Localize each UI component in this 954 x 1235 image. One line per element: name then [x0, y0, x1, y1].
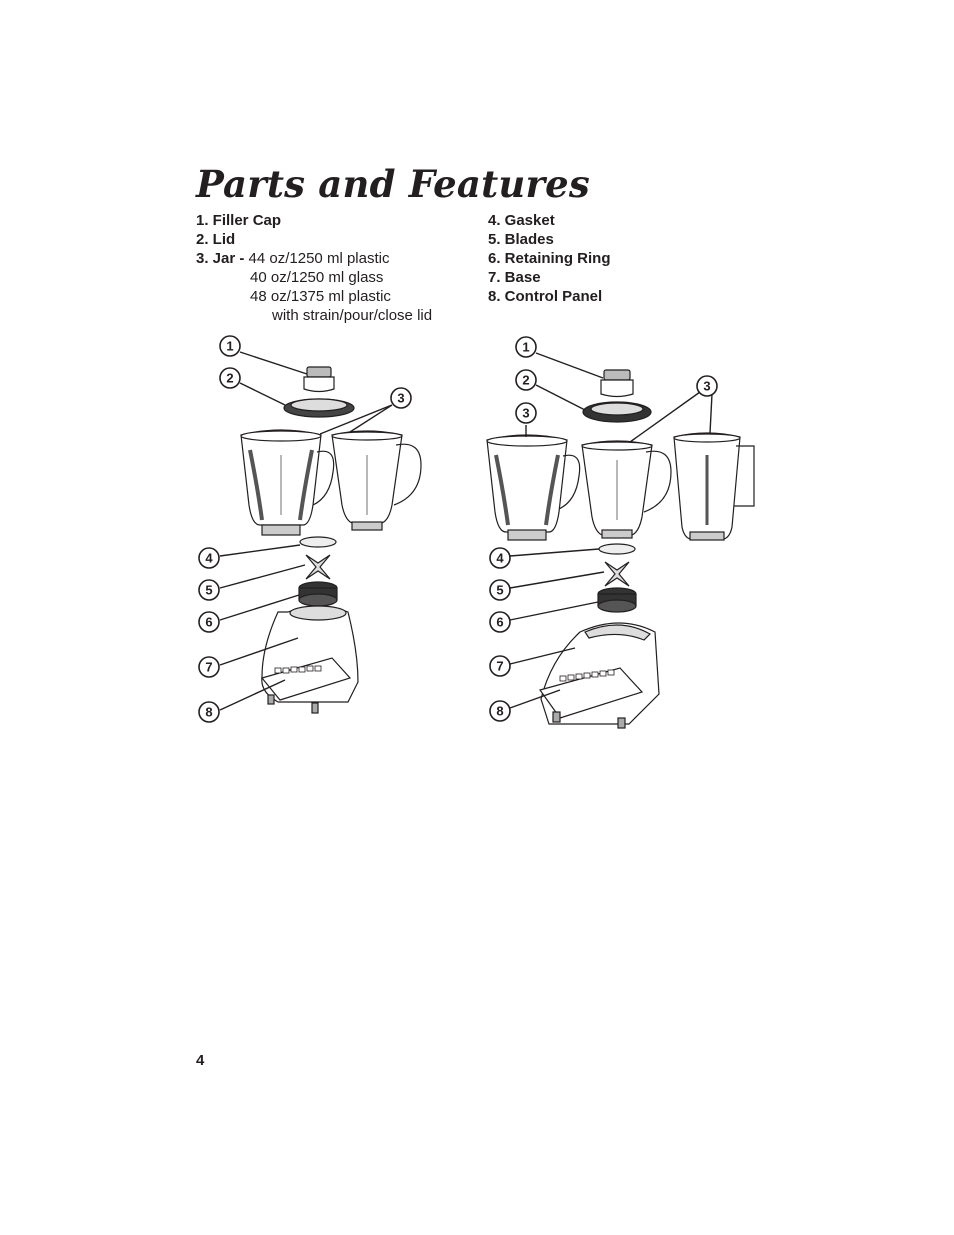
- svg-text:1: 1: [522, 340, 529, 355]
- svg-text:3: 3: [703, 379, 710, 394]
- gasket-illustration: [598, 543, 636, 555]
- leader-lines-right: [509, 352, 713, 709]
- retaining-ring-illustration: [298, 581, 338, 607]
- callout-5-left: 5: [198, 579, 220, 601]
- jar-detail-2: 40 oz/1250 ml glass: [250, 269, 384, 286]
- svg-text:5: 5: [496, 583, 503, 598]
- base-illustration: [539, 622, 660, 729]
- svg-text:3: 3: [397, 391, 404, 406]
- lid-illustration: [283, 398, 355, 418]
- callout-3-right: 3: [696, 375, 718, 397]
- svg-text:7: 7: [496, 659, 503, 674]
- jar-plastic-illustration: [486, 434, 581, 541]
- part-gasket: 4. Gasket: [488, 212, 555, 229]
- control-panel-illustration: [274, 665, 322, 674]
- svg-text:6: 6: [496, 615, 503, 630]
- lid-illustration: [582, 401, 652, 423]
- svg-text:2: 2: [226, 371, 233, 386]
- part-blades: 5. Blades: [488, 231, 554, 248]
- svg-text:5: 5: [205, 583, 212, 598]
- part-filler-cap: 1. Filler Cap: [196, 212, 282, 229]
- jar-detail-4: with strain/pour/close lid: [272, 307, 433, 324]
- svg-text:3: 3: [522, 406, 529, 421]
- part-control-panel: 8. Control Panel: [488, 288, 603, 305]
- parts-list-right: 4. Gasket 5. Blades 6. Retaining Ring 7.…: [488, 211, 611, 306]
- leader-lines-left: [219, 351, 393, 711]
- jar-glass-illustration: [331, 430, 422, 531]
- callout-6-left: 6: [198, 611, 220, 633]
- callout-8-left: 8: [198, 701, 220, 723]
- svg-text:2: 2: [522, 373, 529, 388]
- svg-text:4: 4: [496, 551, 504, 566]
- retaining-ring-illustration: [597, 587, 637, 613]
- callout-2-left: 2: [219, 367, 241, 389]
- jar-glass-illustration: [581, 440, 672, 539]
- jar-strain-pour-illustration: [673, 432, 755, 541]
- callout-7-left: 7: [198, 656, 220, 678]
- parts-list-left: 1. Filler Cap 2. Lid 3. Jar - 44 oz/1250…: [196, 211, 432, 325]
- blender-diagram-left: 1 2 3 4 5 6 7 8: [198, 335, 422, 723]
- part-base: 7. Base: [488, 269, 541, 286]
- svg-text:8: 8: [205, 705, 212, 720]
- callout-8-right: 8: [489, 700, 511, 722]
- part-jar: 3. Jar - 44 oz/1250 ml plastic 40 oz/125…: [196, 249, 432, 325]
- callout-7-right: 7: [489, 655, 511, 677]
- base-illustration: [260, 605, 359, 714]
- callout-4-right: 4: [489, 547, 511, 569]
- callout-3-right-jar: 3: [515, 402, 537, 424]
- callout-2-right: 2: [515, 369, 537, 391]
- callout-1-right: 1: [515, 336, 537, 358]
- part-jar-label: 3. Jar -: [196, 250, 245, 267]
- callout-1-left: 1: [219, 335, 241, 357]
- filler-cap-illustration: [303, 366, 335, 393]
- svg-text:7: 7: [205, 660, 212, 675]
- jar-detail-1: 44 oz/1250 ml plastic: [248, 250, 390, 267]
- svg-text:8: 8: [496, 704, 503, 719]
- part-lid: 2. Lid: [196, 231, 236, 248]
- svg-text:6: 6: [205, 615, 212, 630]
- callout-3-left: 3: [390, 387, 412, 409]
- callout-6-right: 6: [489, 611, 511, 633]
- jar-detail-3: 48 oz/1375 ml plastic: [250, 288, 391, 305]
- jar-plastic-illustration: [240, 429, 335, 536]
- callout-5-right: 5: [489, 579, 511, 601]
- control-panel-illustration: [559, 669, 615, 682]
- blades-illustration: [305, 554, 331, 580]
- filler-cap-illustration: [600, 369, 634, 398]
- callout-4-left: 4: [198, 547, 220, 569]
- gasket-illustration: [299, 536, 337, 548]
- svg-text:4: 4: [205, 551, 213, 566]
- page-title: Parts and Features: [196, 162, 590, 206]
- blender-diagram-right: 1 2 3 3 4 5 6 7 8: [486, 336, 755, 729]
- page-number: 4: [196, 1052, 205, 1069]
- svg-text:1: 1: [226, 339, 233, 354]
- part-retaining-ring: 6. Retaining Ring: [488, 250, 611, 267]
- blades-illustration: [604, 561, 630, 587]
